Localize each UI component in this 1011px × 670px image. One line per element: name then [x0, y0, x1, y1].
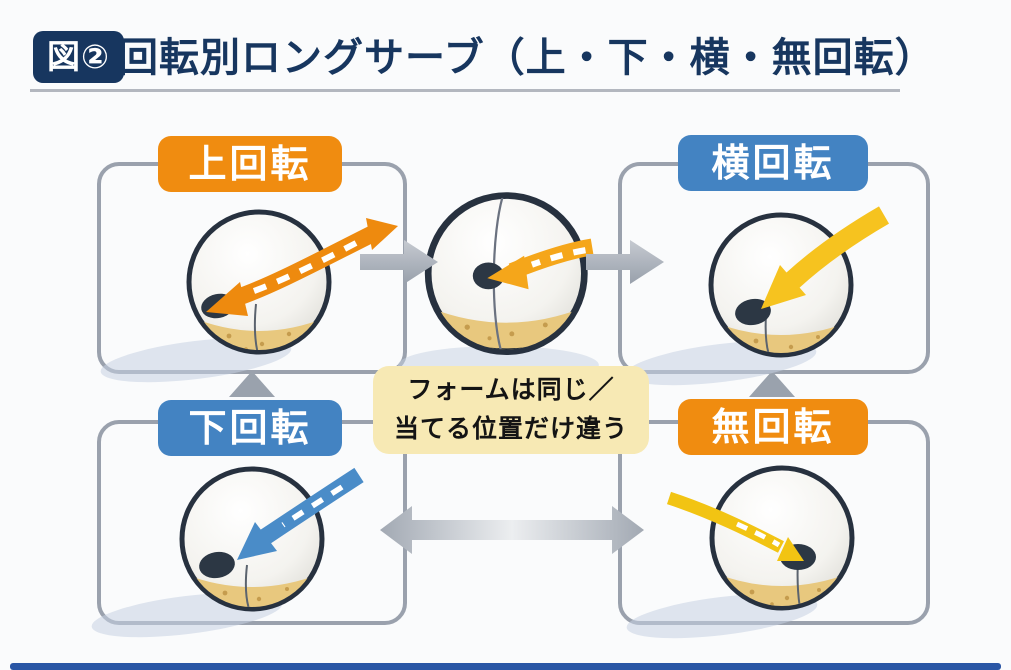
connector-triangle-up-left-icon — [229, 371, 275, 397]
label-backspin: 下回転 — [158, 400, 342, 456]
title-underline — [30, 89, 900, 92]
figure-title: 回転別ロングサーブ（上・下・横・無回転） — [118, 35, 936, 81]
nospin-arrow-icon — [666, 491, 804, 561]
topspin-ball-illustration — [100, 209, 398, 383]
note-line-2: 当てる位置だけ違う — [393, 414, 628, 443]
center-arrow-icon — [487, 238, 594, 290]
flow-arrow-right-icon — [360, 240, 438, 284]
label-sidespin: 横回転 — [678, 135, 868, 191]
label-nospin: 無回転 — [678, 399, 868, 455]
sidespin-ball-illustration — [625, 206, 890, 386]
topspin-arrow-icon — [206, 218, 398, 316]
flow-arrow-right-icon — [586, 240, 664, 284]
backspin-arrow-icon — [237, 467, 364, 560]
note-line-1: フォームは同じ／ — [407, 375, 615, 405]
contact-dot — [735, 298, 771, 326]
footer-accent-bar — [10, 663, 1001, 670]
contact-dot — [199, 551, 235, 579]
backspin-ball-illustration — [91, 466, 364, 638]
note-box: フォームは同じ／ 当てる位置だけ違う — [373, 366, 649, 454]
flow-arrow-left-right-icon — [380, 506, 644, 554]
label-topspin: 上回転 — [158, 136, 342, 192]
contact-dot — [472, 262, 505, 290]
sidespin-arrow-icon — [761, 206, 890, 309]
figure-number-badge: 図② — [33, 31, 124, 83]
nospin-ball-illustration — [626, 465, 855, 639]
